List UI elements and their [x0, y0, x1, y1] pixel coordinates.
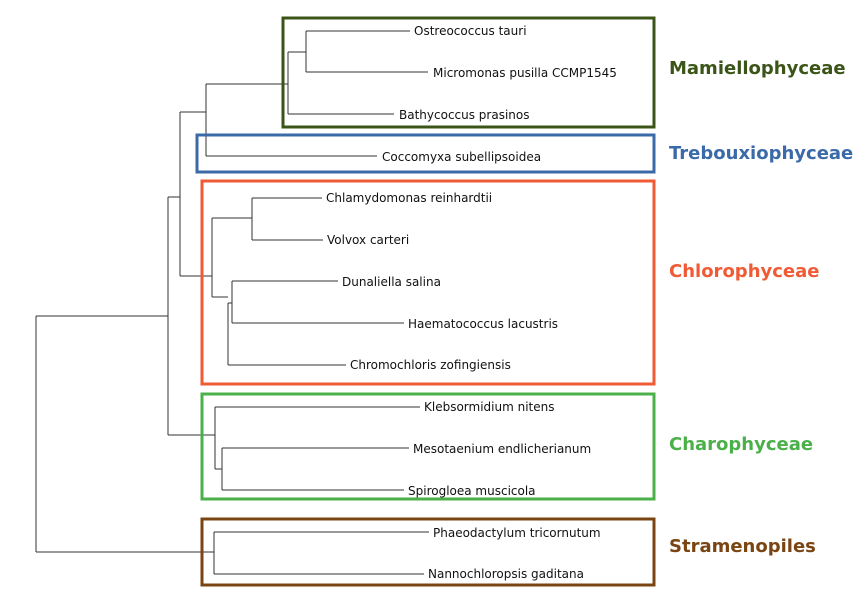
leaf-klebsormidium: Klebsormidium nitens: [424, 400, 555, 414]
leaf-micromonas: Micromonas pusilla CCMP1545: [433, 66, 617, 80]
clade-label-mamiellophyceae: Mamiellophyceae: [669, 58, 846, 79]
box-chlorophyceae: [200, 179, 656, 386]
branch-stramenopiles: [213, 531, 429, 575]
leaf-phaeodactylum: Phaeodactylum tricornutum: [433, 526, 601, 540]
box-mamiellophyceae: [281, 16, 656, 129]
leaf-haematococcus: Haematococcus lacustris: [408, 317, 558, 331]
box-trebouxiophyceae: [195, 133, 656, 174]
branch-chlorophyceae: [211, 217, 252, 298]
box-charophyceae: [200, 392, 656, 501]
clade-label-charophyceae: Charophyceae: [669, 434, 813, 455]
leaf-coccomyxa: Coccomyxa subellipsoidea: [382, 150, 541, 164]
leaf-nannochloropsis: Nannochloropsis gaditana: [428, 567, 584, 581]
branch-root: [35, 315, 214, 553]
tree-branches: [35, 30, 429, 575]
branch-chlorophyta: [179, 111, 212, 277]
clade-label-trebouxiophyceae: Trebouxiophyceae: [669, 143, 853, 164]
leaf-labels: Ostreococcus tauri Micromonas pusilla CC…: [326, 24, 617, 581]
branch-chromochloris-group: [227, 302, 346, 366]
branch-dunaliella-haematococcus: [231, 280, 404, 324]
clade-label-chlorophyceae: Chlorophyceae: [669, 261, 819, 282]
leaf-ostreococcus: Ostreococcus tauri: [414, 24, 527, 38]
leaf-mesotaenium: Mesotaenium endlicherianum: [413, 442, 591, 456]
leaf-chromochloris: Chromochloris zofingiensis: [350, 358, 511, 372]
branch-mamiellophyceae: [287, 51, 394, 115]
branch-ostreococcus-micromonas: [305, 30, 428, 73]
branch-green-lineage: [167, 196, 215, 436]
branch-mesotaenium-spirogloea: [221, 447, 409, 491]
leaf-spirogloea: Spirogloea muscicola: [408, 484, 536, 498]
box-stramenopiles: [200, 517, 656, 587]
leaf-chlamydomonas: Chlamydomonas reinhardtii: [326, 191, 492, 205]
clade-labels: Mamiellophyceae Trebouxiophyceae Chlorop…: [669, 58, 853, 557]
branch-chlamydomonas-volvox: [251, 197, 323, 241]
branch-charophyceae: [214, 406, 420, 470]
leaf-dunaliella: Dunaliella salina: [342, 275, 441, 289]
clade-boxes: [195, 16, 656, 587]
leaf-bathycoccus: Bathycoccus prasinos: [399, 108, 530, 122]
clade-label-stramenopiles: Stramenopiles: [669, 536, 816, 557]
branch-mamiellophyceae-trebouxiophyceae: [205, 83, 377, 157]
leaf-volvox: Volvox carteri: [327, 233, 409, 247]
